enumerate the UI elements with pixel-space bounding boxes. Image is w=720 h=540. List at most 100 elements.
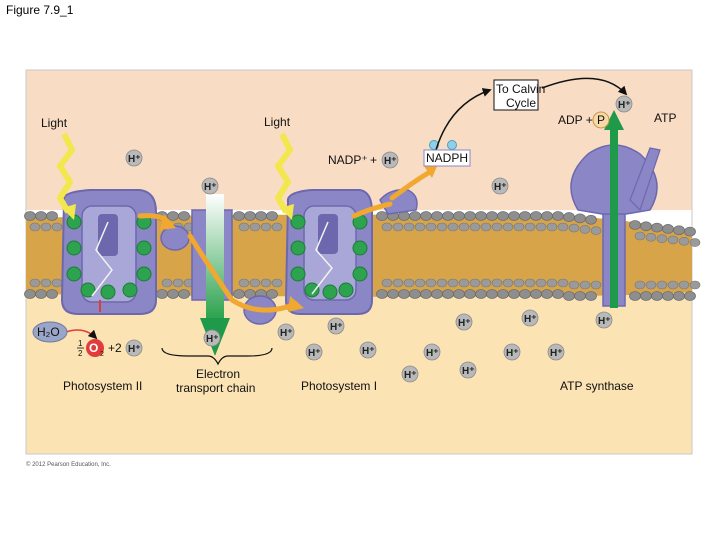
lipid-head-top-inner [524, 222, 536, 232]
hydrogen-ion: H⁺ [125, 339, 143, 357]
hydrogen-ion: H⁺ [491, 177, 509, 195]
lipid-head-top-inner [403, 222, 415, 232]
water-splitting-arrow [65, 329, 98, 340]
electron-flow [137, 169, 433, 313]
lipid-head-top [486, 211, 498, 221]
photosystem-ii [60, 189, 157, 315]
lipid-head-top-inner [579, 225, 591, 234]
photosystem-i [284, 189, 373, 315]
hydrogen-ion-label: H⁺ [404, 370, 417, 381]
hydrogen-ion-circle [359, 341, 377, 359]
hydrogen-ion-circle [201, 177, 219, 195]
lipid-head-top [442, 211, 454, 221]
hydrogen-ion-label: H⁺ [206, 334, 219, 345]
lipid-head-bottom-inner [458, 278, 470, 288]
lipid-head-bottom-inner [51, 278, 63, 288]
chlorophyll-molecule [66, 240, 82, 256]
hydrogen-ion-label: H⁺ [550, 348, 563, 359]
lipid-head-top-inner [557, 222, 569, 232]
calvin-arrow-to [435, 88, 492, 151]
hydrogen-ion-label: H⁺ [618, 100, 631, 111]
electron-transport-chain [160, 188, 418, 356]
hydrogen-ion: H⁺ [547, 343, 565, 361]
lipid-head-top-inner [414, 222, 426, 232]
hydrogen-ion-label: H⁺ [308, 348, 321, 359]
lipid-head-bottom [651, 291, 663, 301]
hydrogen-ions: H⁺H⁺H⁺H⁺H⁺H⁺H⁺H⁺H⁺H⁺H⁺H⁺H⁺H⁺H⁺H⁺H⁺H⁺H⁺ [125, 95, 633, 383]
lipid-head-bottom-inner [249, 278, 261, 288]
lipid-head-bottom-inner [513, 278, 525, 288]
lipid-head-top [673, 225, 685, 236]
lipid-head-top-inner [381, 222, 393, 232]
hydrogen-ion-label: H⁺ [598, 316, 611, 327]
chlorophyll-molecule [338, 282, 354, 298]
hydrogen-ion-label: H⁺ [384, 156, 397, 167]
lipid-head-bottom-inner [161, 278, 173, 288]
hydrogen-ion: H⁺ [503, 343, 521, 361]
lipid-head-top [508, 211, 520, 221]
lipid-head-bottom [233, 289, 245, 299]
chlorophyll-molecule [290, 266, 306, 282]
hydrogen-ion-circle [491, 177, 509, 195]
lipid-head-top [46, 211, 58, 221]
lipid-head-bottom-inner [469, 278, 481, 288]
lipid-head-top-inner [436, 222, 448, 232]
lipid-head-top [233, 211, 245, 221]
lipid-head-bottom-inner [425, 278, 437, 288]
lipid-head-bottom [574, 291, 586, 301]
lipid-head-bottom-inner [447, 278, 459, 288]
hydrogen-ion-circle [595, 311, 613, 329]
lipid-head-bottom-inner [271, 278, 283, 288]
lipid-head-bottom [519, 289, 531, 299]
lipid-head-bottom-inner [480, 278, 492, 288]
hydrogen-ion: H⁺ [459, 361, 477, 379]
hydrogen-ion-label: H⁺ [458, 318, 471, 329]
photosystem-i-label: Photosystem I [301, 379, 377, 393]
nadp-plus: + [370, 153, 377, 167]
lipid-head-top [266, 211, 278, 221]
hydrogen-ion: H⁺ [203, 329, 221, 347]
oxygen-label: O [89, 341, 98, 355]
hydrogen-ion: H⁺ [595, 311, 613, 329]
hydrogen-ion-circle [277, 323, 295, 341]
lipid-head-top-inner [535, 222, 547, 232]
figure-title: Figure 7.9_1 [6, 3, 74, 17]
lipid-head-top [640, 221, 652, 232]
lipid-head-top [35, 211, 47, 221]
electron-arrowhead-ps1 [288, 296, 304, 312]
light-label-left: Light [41, 116, 68, 130]
chlorophyll-molecule [136, 266, 152, 282]
nadp-label: NADP⁺ [328, 153, 368, 167]
hydrogen-ion-circle [503, 343, 521, 361]
lipid-head-bottom [387, 289, 399, 299]
lipid-head-top-inner [447, 222, 459, 232]
hydrogen-ion-label: H⁺ [204, 182, 217, 193]
hydrogen-ion-circle [305, 343, 323, 361]
lipid-head-bottom [442, 289, 454, 299]
lipid-head-top [574, 213, 586, 224]
hydrogen-ion: H⁺ [423, 343, 441, 361]
lipid-head-bottom [431, 289, 443, 299]
hydrogen-ion: H⁺ [401, 365, 419, 383]
etc-label-line1: Electron [196, 367, 240, 381]
lipid-head-top-inner [469, 222, 481, 232]
hydrogen-ion: H⁺ [305, 343, 323, 361]
atp-synthase [570, 110, 661, 308]
lipid-head-top [519, 211, 531, 221]
hydrogen-ion-circle [401, 365, 419, 383]
lipid-head-bottom [662, 291, 674, 301]
hydrogen-ion-label: H⁺ [330, 322, 343, 333]
lipid-head-top-inner [678, 236, 690, 246]
lipid-head-top-inner [656, 234, 668, 243]
hydrogen-ion: H⁺ [381, 151, 399, 169]
lipid-head-bottom [673, 291, 685, 301]
lipid-head-bottom-inner [403, 278, 415, 288]
hydrogen-ion-circle [125, 149, 143, 167]
lipid-head-bottom-inner [535, 278, 547, 288]
electron-arrowhead-nadph [424, 164, 438, 178]
lipid-head-bottom [266, 289, 278, 299]
lipid-head-top [255, 211, 267, 221]
lipid-head-bottom-inner [172, 278, 184, 288]
lipid-head-bottom [156, 289, 168, 299]
lipid-head-bottom [35, 289, 47, 299]
